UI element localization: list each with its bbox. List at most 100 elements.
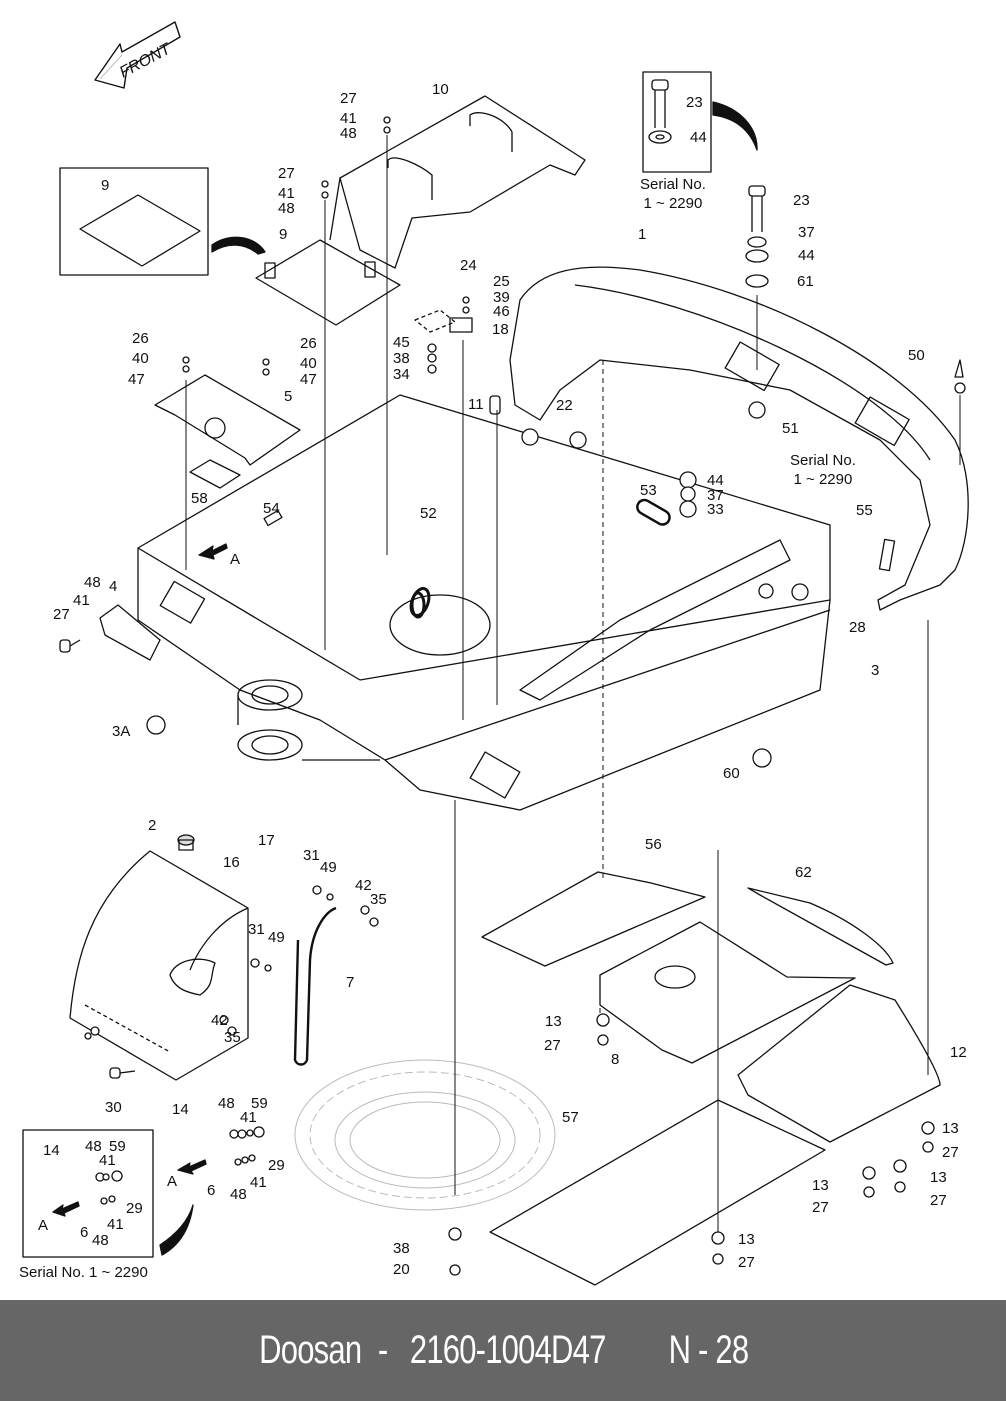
fastener-icons xyxy=(84,116,966,1276)
pin-11 xyxy=(489,395,501,415)
callout-1: 1 xyxy=(638,226,647,243)
seal-52 xyxy=(410,591,426,619)
callout-13: 13 xyxy=(738,1231,755,1248)
bolt-27-icon-side xyxy=(59,639,81,653)
bolt-30-icon xyxy=(109,1067,136,1079)
callout-26: 26 xyxy=(132,330,149,347)
callout-41: 41 xyxy=(278,185,295,202)
pointer-arrow-icon xyxy=(211,236,266,255)
callout-23-inset: 23 xyxy=(686,94,703,111)
callout-27: 27 xyxy=(812,1199,829,1216)
callout-55: 55 xyxy=(856,502,873,519)
callout-6: 6 xyxy=(80,1224,89,1241)
callout-25: 25 xyxy=(493,273,510,290)
callout-44: 44 xyxy=(707,472,724,489)
pointer-arrow-icon-3 xyxy=(159,1204,194,1256)
section-marker-a: A xyxy=(230,551,241,568)
callout-45: 45 xyxy=(393,334,410,351)
footer-brand: Doosan xyxy=(259,1328,362,1372)
callout-42: 42 xyxy=(355,877,372,894)
callout-50: 50 xyxy=(908,347,925,364)
stopper-50 xyxy=(954,359,964,378)
callout-7: 7 xyxy=(346,974,355,991)
under-cover-8-hole xyxy=(654,965,696,989)
callout-29: 29 xyxy=(268,1157,285,1174)
callout-48: 48 xyxy=(84,574,101,591)
under-cover-8 xyxy=(599,921,856,1064)
callout-35: 35 xyxy=(370,891,387,908)
mount-bracket-18 xyxy=(414,309,473,333)
callout-39: 39 xyxy=(493,289,510,306)
callout-49: 49 xyxy=(268,929,285,946)
callout-41: 41 xyxy=(340,110,357,127)
swing-bracket xyxy=(237,679,380,761)
callout-40: 40 xyxy=(132,350,149,367)
bolt-23-inset-icon xyxy=(648,79,672,144)
callout-27: 27 xyxy=(278,165,295,182)
callout-60: 60 xyxy=(723,765,740,782)
callout-11: 11 xyxy=(468,396,484,413)
diagram-drawing: FRONT xyxy=(22,21,969,1286)
callout-27: 27 xyxy=(544,1037,561,1054)
footer-part-number: 2160-1004D47 xyxy=(410,1328,606,1372)
callout-48: 48 xyxy=(85,1138,102,1155)
callout-2: 2 xyxy=(148,817,157,834)
callout-31: 31 xyxy=(248,921,265,938)
callout-27: 27 xyxy=(53,606,70,623)
callout-59: 59 xyxy=(251,1095,268,1112)
callout-41: 41 xyxy=(250,1174,267,1191)
callout-27: 27 xyxy=(340,90,357,107)
callout-41: 41 xyxy=(99,1152,116,1169)
callout-18: 18 xyxy=(492,321,509,338)
callout-62: 62 xyxy=(795,864,812,881)
callout-48: 48 xyxy=(278,200,295,217)
plate-5 xyxy=(154,374,301,466)
callout-5: 5 xyxy=(284,388,293,405)
callout-46: 46 xyxy=(493,303,510,320)
callout-37: 37 xyxy=(707,487,724,504)
callout-9-inset: 9 xyxy=(101,177,110,194)
callout-44: 44 xyxy=(798,247,815,264)
part-54 xyxy=(263,509,283,527)
callout-51: 51 xyxy=(782,420,799,437)
callout-4: 4 xyxy=(109,578,118,595)
inset-box-cover-9 xyxy=(59,167,209,276)
callout-48: 48 xyxy=(218,1095,235,1112)
callout-6: 6 xyxy=(207,1182,216,1199)
ground-cable-7 xyxy=(293,906,337,1066)
swing-bearing-ghost xyxy=(294,1059,556,1211)
callout-30: 30 xyxy=(105,1099,122,1116)
section-marker-a: A xyxy=(38,1217,49,1234)
assembly-lines xyxy=(185,135,961,1235)
under-cover-56 xyxy=(481,871,706,967)
callout-48: 48 xyxy=(92,1232,109,1249)
fuel-tank-2 xyxy=(69,850,249,1081)
cover-9 xyxy=(255,239,401,326)
callout-13: 13 xyxy=(942,1120,959,1137)
inset-box-serial-bottom xyxy=(22,1129,154,1258)
section-arrow-icons xyxy=(52,543,228,1217)
callout-27: 27 xyxy=(942,1144,959,1161)
section-marker-a: A xyxy=(167,1173,178,1190)
callout-38: 38 xyxy=(393,1240,410,1257)
callout-31: 31 xyxy=(303,847,320,864)
under-cover-12 xyxy=(737,984,941,1143)
callout-48: 48 xyxy=(340,125,357,142)
callout-14: 14 xyxy=(43,1142,60,1159)
pointer-arrow-icon-2 xyxy=(712,101,758,151)
callout-40: 40 xyxy=(300,355,317,372)
callout-27: 27 xyxy=(738,1254,755,1271)
callout-44-inset: 44 xyxy=(690,129,707,146)
under-cover-57 xyxy=(489,1099,826,1286)
callout-41: 41 xyxy=(240,1109,257,1126)
callout-54: 54 xyxy=(263,500,280,517)
serial-note-mid: Serial No. 1 ~ 2290 xyxy=(790,452,856,488)
callout-29: 29 xyxy=(126,1200,143,1217)
callout-20: 20 xyxy=(393,1261,410,1278)
callout-52: 52 xyxy=(420,505,437,522)
parts-diagram: FRONT xyxy=(19,21,969,1286)
callout-12: 12 xyxy=(950,1044,967,1061)
oval-grommet-53 xyxy=(636,498,671,526)
callout-49: 49 xyxy=(320,859,337,876)
